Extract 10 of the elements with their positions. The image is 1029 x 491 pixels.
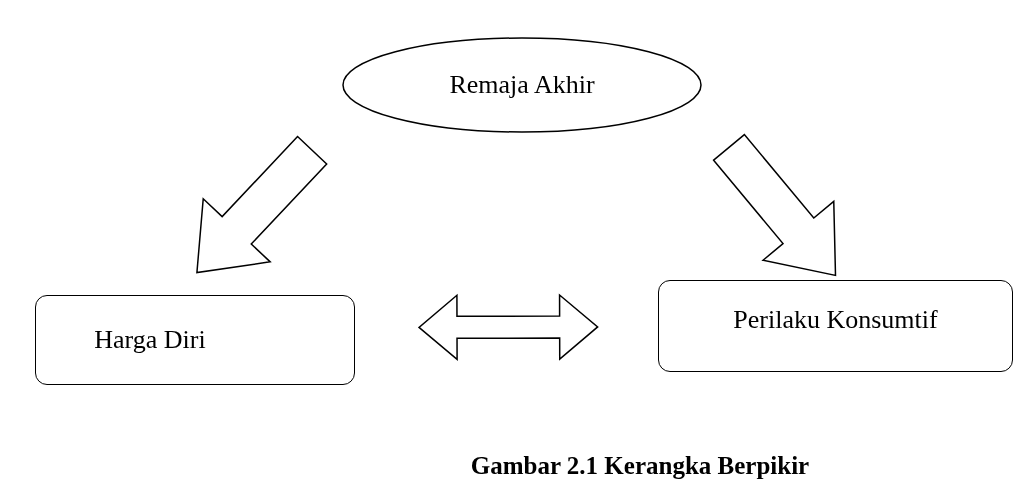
node-label: Harga Diri — [94, 325, 206, 355]
figure-caption: Gambar 2.1 Kerangka Berpikir — [470, 452, 810, 480]
process-box — [658, 280, 1013, 372]
block-arrow — [712, 133, 837, 277]
process-box — [35, 295, 355, 385]
node-label: Remaja Akhir — [449, 70, 595, 100]
block-arrow — [196, 135, 328, 274]
node-label: Perilaku Konsumtif — [733, 305, 938, 335]
ellipse-node — [342, 37, 702, 133]
block-arrow — [417, 293, 599, 361]
